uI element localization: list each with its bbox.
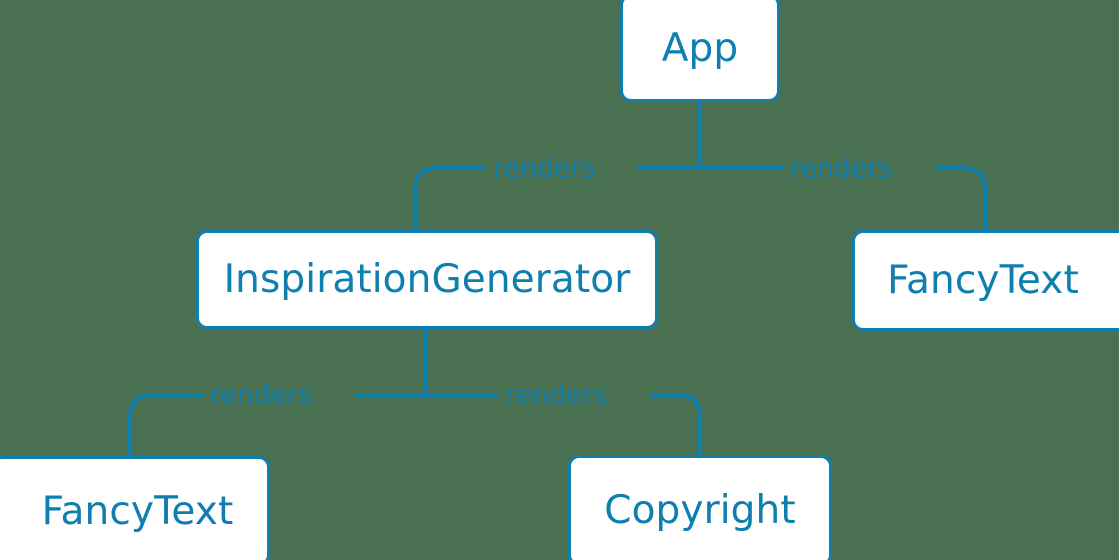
edge-label-mask-3 — [203, 379, 355, 411]
edge-label-app-to-inspiration-generator: renders — [493, 153, 596, 184]
node-fancytext-right[interactable]: FancyText — [852, 230, 1119, 331]
edge-app-inspiration-connector — [413, 166, 700, 230]
edge-label-mask-2 — [783, 152, 935, 184]
node-app[interactable]: App — [620, 0, 780, 102]
node-copyright-label: Copyright — [604, 488, 796, 533]
edge-label-mask-4 — [498, 379, 650, 411]
node-inspiration-generator-label: InspirationGenerator — [223, 257, 631, 302]
edge-label-inspiration-generator-to-fancytext: renders — [210, 380, 313, 411]
node-fancytext-left[interactable]: FancyText — [0, 456, 270, 560]
edge-inspiration-copyright-connector — [425, 393, 702, 456]
node-app-label: App — [661, 25, 739, 71]
edge-label-mask-1 — [486, 152, 638, 184]
edge-app-fancytext-connector — [700, 166, 987, 230]
node-copyright[interactable]: Copyright — [568, 455, 832, 560]
node-fancytext-right-label: FancyText — [887, 258, 1079, 303]
node-fancytext-left-label: FancyText — [41, 488, 234, 534]
edge-inspiration-fancytext-connector — [128, 393, 425, 457]
node-inspiration-generator[interactable]: InspirationGenerator — [196, 230, 658, 329]
edge-label-inspiration-generator-to-copyright: renders — [505, 380, 608, 411]
edge-label-app-to-fancytext: renders — [790, 153, 893, 184]
